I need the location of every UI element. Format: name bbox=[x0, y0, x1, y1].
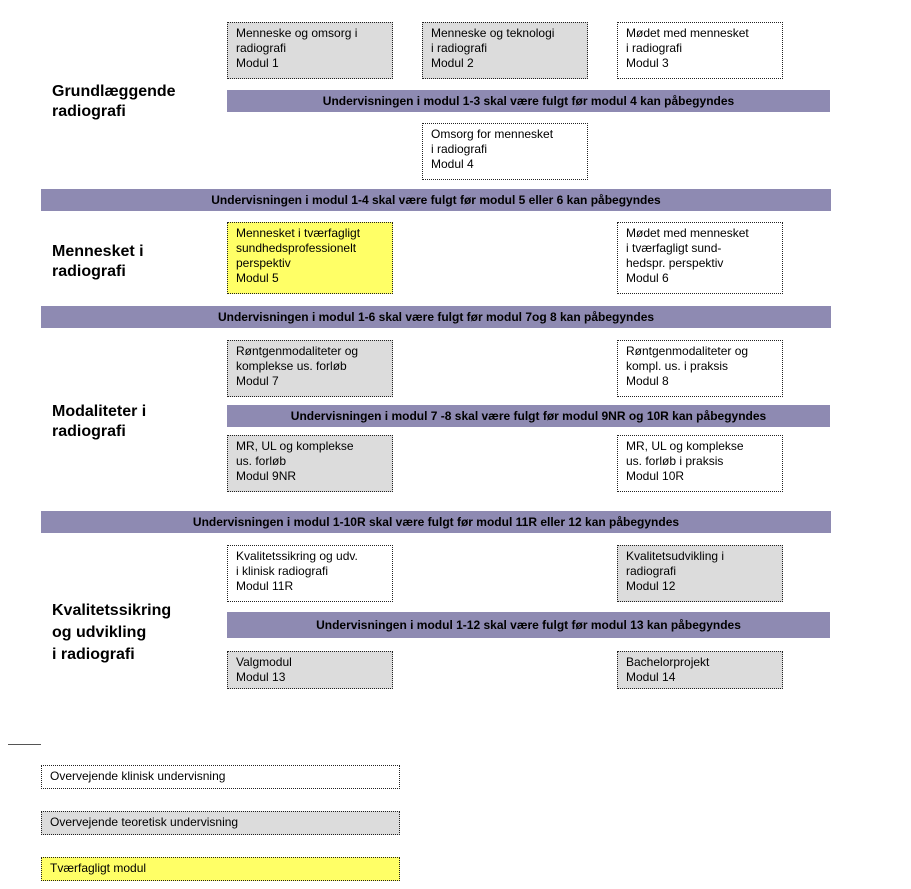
prerequisite-bar-1-4: Undervisningen i modul 1-4 skal være ful… bbox=[41, 189, 831, 211]
module-6-box: Mødet med mennesket i tværfagligt sund- … bbox=[617, 222, 783, 294]
module-text: us. forløb i praksis bbox=[626, 454, 724, 468]
module-3-box: Mødet med mennesket i radiografi Modul 3 bbox=[617, 22, 783, 79]
module-number: Modul 1 bbox=[236, 56, 279, 70]
module-number: Modul 7 bbox=[236, 374, 279, 388]
module-text: i radiografi bbox=[626, 41, 683, 55]
section-modaliteter-i-radiografi: Modaliteter i radiografi bbox=[52, 402, 146, 442]
module-number: Modul 8 bbox=[626, 374, 669, 388]
section-title-line: Kvalitetssikring bbox=[52, 602, 172, 619]
module-text: kompl. us. i praksis bbox=[626, 359, 729, 373]
module-number: Modul 12 bbox=[626, 579, 676, 593]
module-text: komplekse us. forløb bbox=[236, 359, 347, 373]
module-text: Menneske og omsorg i bbox=[236, 26, 358, 40]
section-grundlaeggende-radiografi: Grundlæggende radiografi bbox=[52, 82, 176, 122]
prerequisite-bar-1-6: Undervisningen i modul 1-6 skal være ful… bbox=[41, 306, 831, 328]
section-title-line: Modaliteter i bbox=[52, 403, 147, 420]
prerequisite-bar-1-10r: Undervisningen i modul 1-10R skal være f… bbox=[41, 511, 831, 533]
module-11r-box: Kvalitetssikring og udv. i klinisk radio… bbox=[227, 545, 393, 602]
module-10r-box: MR, UL og komplekse us. forløb i praksis… bbox=[617, 435, 783, 492]
module-text: i tværfagligt sund- bbox=[626, 241, 722, 255]
section-title-line: radiografi bbox=[52, 263, 126, 280]
prerequisite-bar-7-8: Undervisningen i modul 7 -8 skal være fu… bbox=[227, 405, 830, 427]
module-text: radiografi bbox=[236, 41, 287, 55]
module-number: Modul 10R bbox=[626, 469, 685, 483]
module-2-box: Menneske og teknologi i radiografi Modul… bbox=[422, 22, 588, 79]
prerequisite-bar-1-3: Undervisningen i modul 1-3 skal være ful… bbox=[227, 90, 830, 112]
module-text: Mødet med mennesket bbox=[626, 226, 749, 240]
module-number: Modul 5 bbox=[236, 271, 279, 285]
module-9nr-box: MR, UL og komplekse us. forløb Modul 9NR bbox=[227, 435, 393, 492]
section-title-line: i radiografi bbox=[52, 646, 135, 663]
module-text: Røntgenmodaliteter og bbox=[626, 344, 749, 358]
section-title-line: Mennesket i bbox=[52, 243, 144, 260]
module-text: Røntgenmodaliteter og bbox=[236, 344, 359, 358]
section-mennesket-i-radiografi: Mennesket i radiografi bbox=[52, 242, 144, 282]
module-text: Menneske og teknologi bbox=[431, 26, 555, 40]
module-4-box: Omsorg for mennesket i radiografi Modul … bbox=[422, 123, 588, 180]
section-title-line: og udvikling bbox=[52, 624, 147, 641]
module-text: hedspr. perspektiv bbox=[626, 256, 724, 270]
module-number: Modul 11R bbox=[236, 579, 294, 593]
module-text: Mennesket i tværfagligt bbox=[236, 226, 361, 240]
module-text: Kvalitetssikring og udv. bbox=[236, 549, 358, 563]
module-number: Modul 14 bbox=[626, 670, 676, 684]
module-13-box: Valgmodul Modul 13 bbox=[227, 651, 393, 689]
module-number: Modul 13 bbox=[236, 670, 286, 684]
section-title-line: radiografi bbox=[52, 423, 126, 440]
module-text: perspektiv bbox=[236, 256, 291, 270]
module-number: Modul 6 bbox=[626, 271, 669, 285]
module-text: Valgmodul bbox=[236, 655, 292, 669]
module-12-box: Kvalitetsudvikling i radiografi Modul 12 bbox=[617, 545, 783, 602]
module-text: us. forløb bbox=[236, 454, 287, 468]
module-number: Modul 4 bbox=[431, 157, 474, 171]
module-text: sundhedsprofessionelt bbox=[236, 241, 357, 255]
module-number: Modul 3 bbox=[626, 56, 669, 70]
module-text: Omsorg for mennesket bbox=[431, 127, 554, 141]
module-text: Mødet med mennesket bbox=[626, 26, 749, 40]
module-text: radiografi bbox=[626, 564, 677, 578]
module-text: Kvalitetsudvikling i bbox=[626, 549, 725, 563]
legend-clinical: Overvejende klinisk undervisning bbox=[41, 765, 400, 789]
module-text: Bachelorprojekt bbox=[626, 655, 710, 669]
module-text: i klinisk radiografi bbox=[236, 564, 329, 578]
legend-interdisciplinary: Tværfagligt modul bbox=[41, 857, 400, 881]
section-title-line: radiografi bbox=[52, 103, 126, 120]
module-7-box: Røntgenmodaliteter og komplekse us. forl… bbox=[227, 340, 393, 397]
module-text: MR, UL og komplekse bbox=[626, 439, 744, 453]
module-text: MR, UL og komplekse bbox=[236, 439, 354, 453]
module-text: i radiografi bbox=[431, 142, 488, 156]
legend-theoretical: Overvejende teoretisk undervisning bbox=[41, 811, 400, 835]
module-number: Modul 9NR bbox=[236, 469, 297, 483]
module-1-box: Menneske og omsorg i radiografi Modul 1 bbox=[227, 22, 393, 79]
module-text: i radiografi bbox=[431, 41, 488, 55]
module-5-box: Mennesket i tværfagligt sundhedsprofessi… bbox=[227, 222, 393, 294]
legend-separator bbox=[8, 744, 41, 745]
prerequisite-bar-1-12: Undervisningen i modul 1-12 skal være fu… bbox=[227, 612, 830, 638]
module-number: Modul 2 bbox=[431, 56, 474, 70]
module-8-box: Røntgenmodaliteter og kompl. us. i praks… bbox=[617, 340, 783, 397]
module-14-box: Bachelorprojekt Modul 14 bbox=[617, 651, 783, 689]
section-title-line: Grundlæggende bbox=[52, 83, 176, 100]
section-kvalitetssikring: Kvalitetssikring og udvikling i radiogra… bbox=[52, 600, 171, 666]
